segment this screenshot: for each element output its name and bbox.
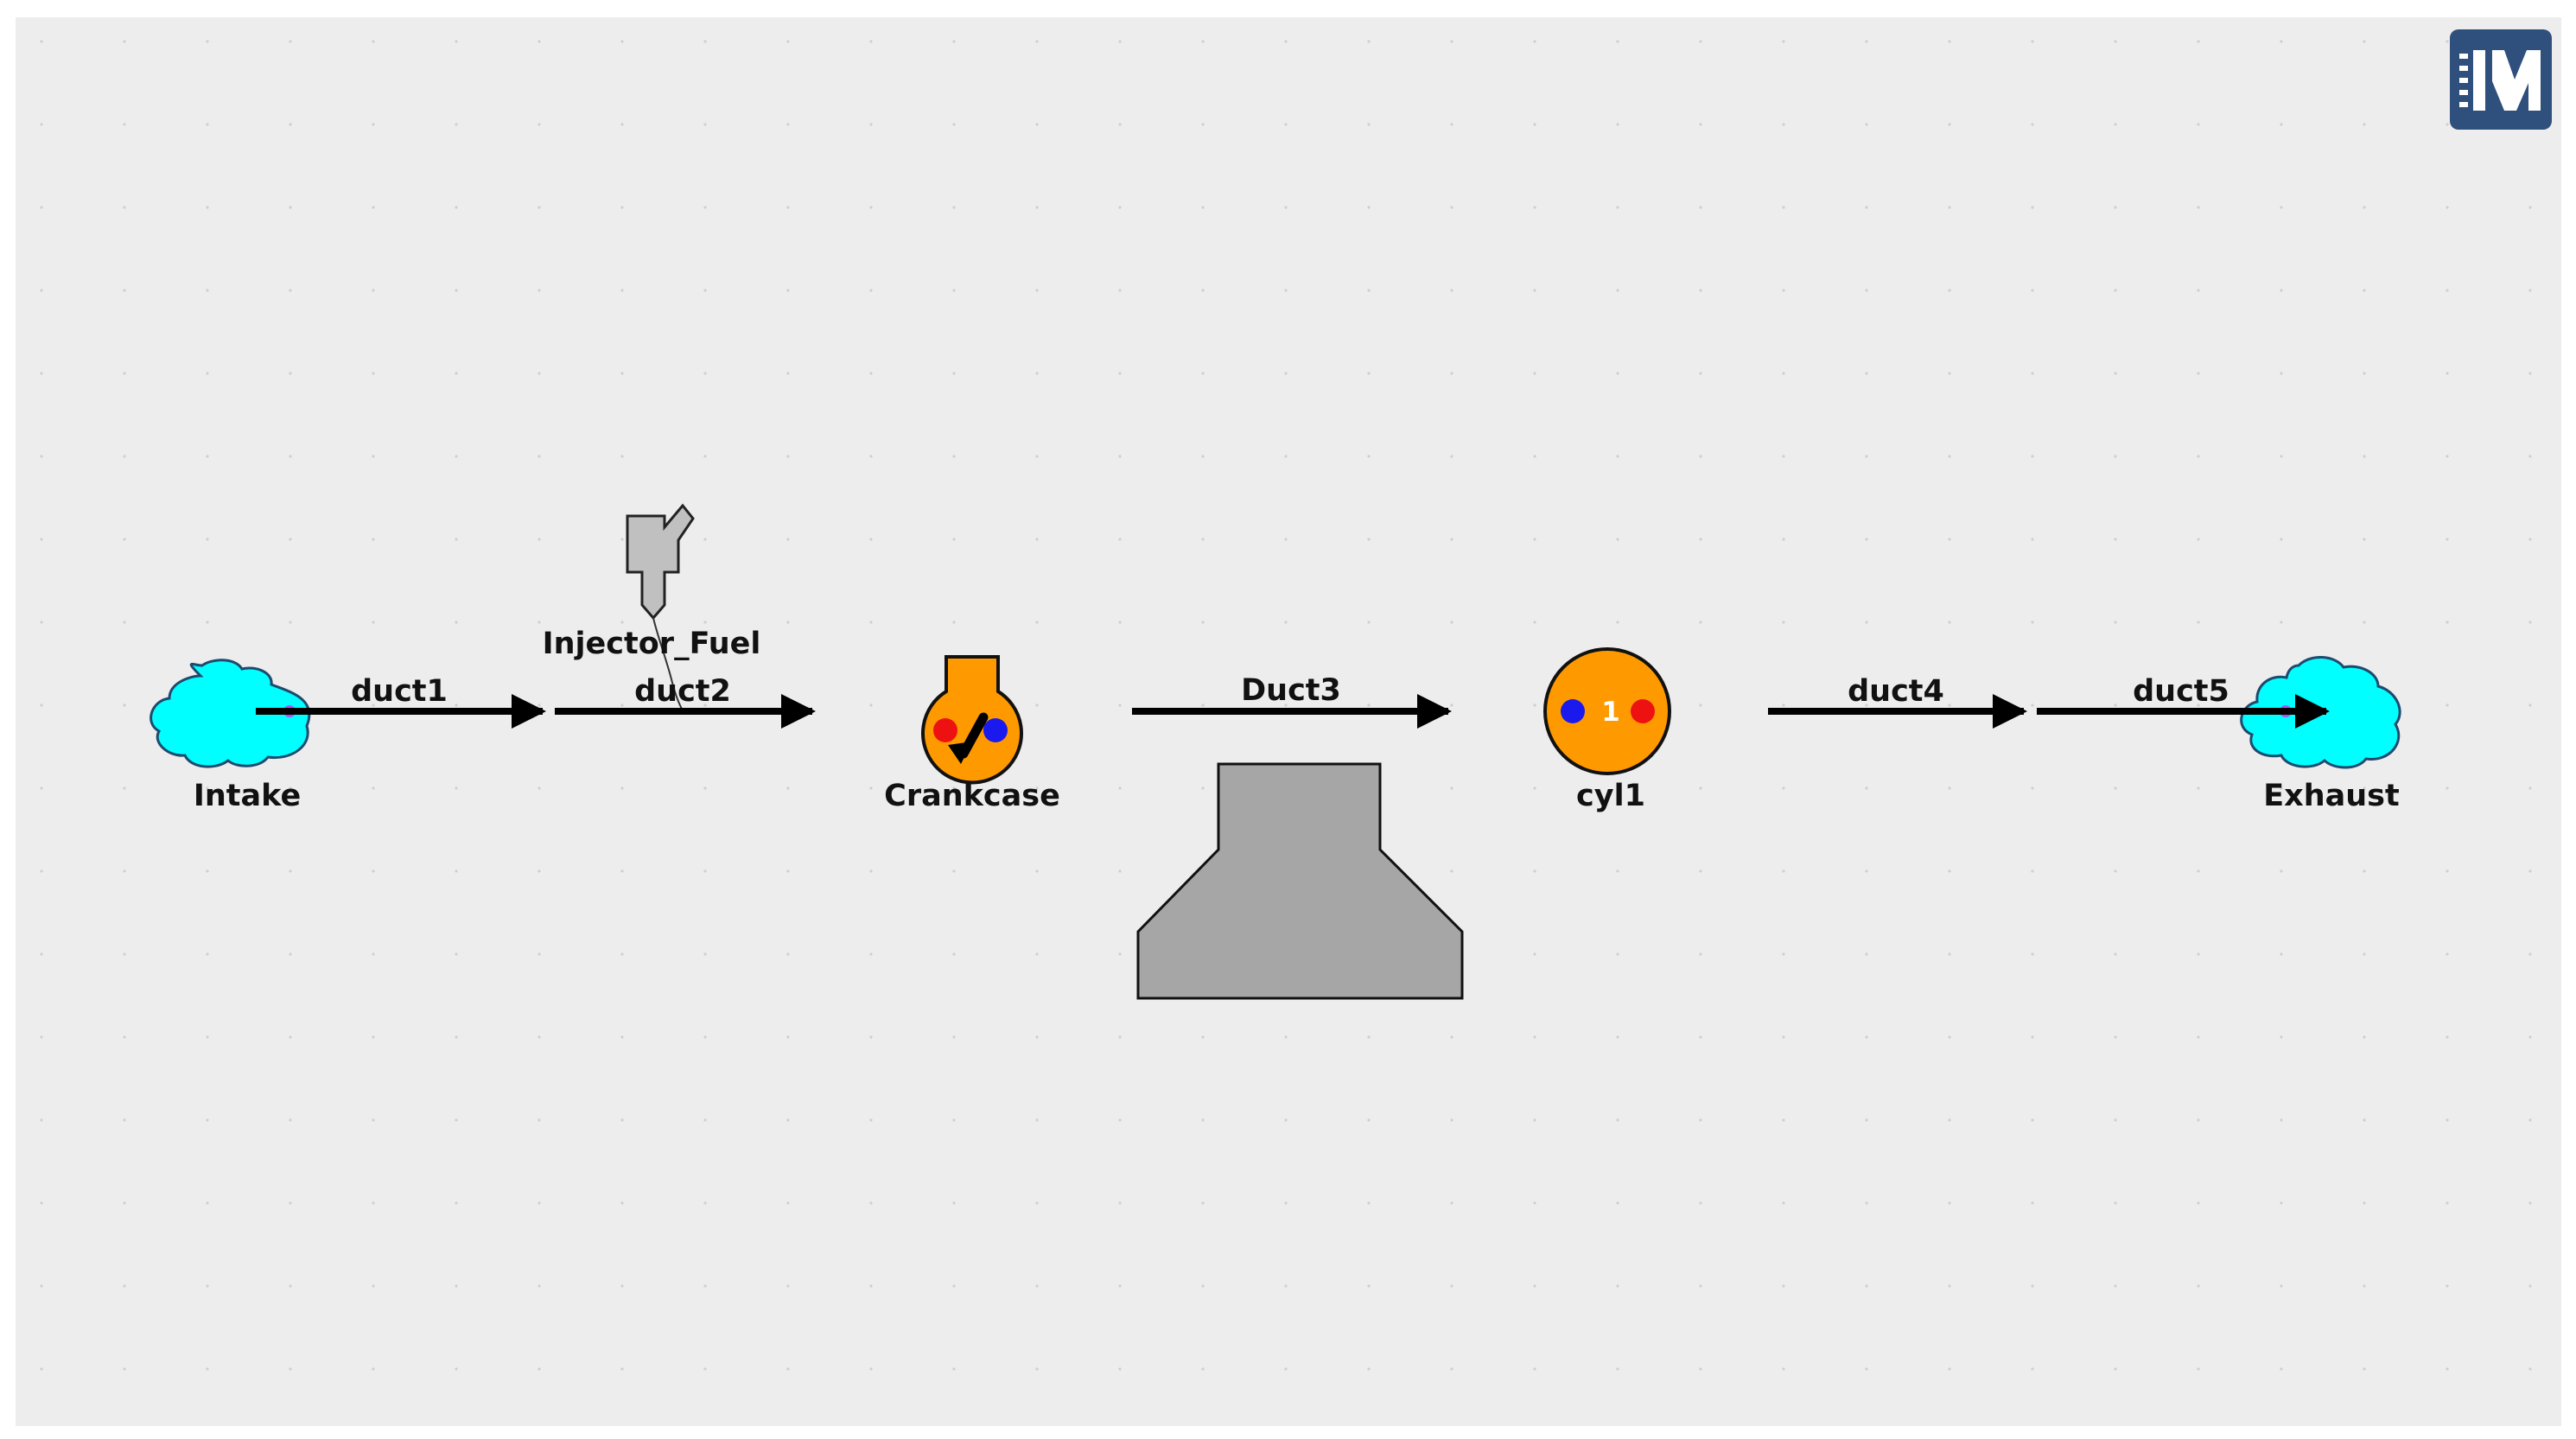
duct-5[interactable]: duct5 [2037, 674, 2330, 729]
intake-label: Intake [194, 779, 301, 813]
cylinder-body-icon [1543, 647, 1671, 775]
duct-2-label: duct2 [634, 674, 731, 709]
intake-cloud-icon [149, 659, 311, 768]
crankcase-body-icon [921, 655, 1023, 785]
injector-label: Injector_Fuel [543, 627, 761, 661]
crankcase-port-blue [983, 718, 1008, 742]
logo-stripe [2459, 66, 2468, 71]
engine-block-shape[interactable] [1136, 762, 1464, 1000]
logo-stripe [2459, 78, 2468, 83]
cylinder-label: cyl1 [1576, 779, 1645, 813]
duct-1[interactable]: duct1 [256, 674, 546, 729]
canvas-dot-grid [16, 17, 2561, 1426]
logo-w-shape [2492, 50, 2541, 111]
duct-3-label: Duct3 [1241, 673, 1341, 708]
logo-bar [2473, 50, 2485, 111]
injector-body-icon [626, 503, 695, 621]
logo-stripe [2459, 90, 2468, 95]
cylinder-number: 1 [1601, 697, 1620, 728]
crankcase[interactable]: Crankcase [884, 655, 1060, 813]
duct-1-label: duct1 [351, 674, 448, 709]
cylinder-port-blue [1561, 699, 1585, 723]
exhaust-label: Exhaust [2263, 779, 2400, 813]
duct-2[interactable]: duct2 [555, 674, 816, 729]
cylinder[interactable]: 1 cyl1 [1543, 647, 1671, 813]
app-logo [2450, 29, 2552, 130]
fuel-injector[interactable]: Injector_Fuel [543, 503, 761, 711]
duct-5-label: duct5 [2133, 674, 2229, 709]
duct-4[interactable]: duct4 [1768, 674, 2027, 729]
intake-boundary[interactable]: Intake [149, 659, 311, 813]
duct-4-label: duct4 [1848, 674, 1944, 709]
exhaust-boundary[interactable]: Exhaust [2240, 655, 2401, 813]
crank-counterweight-icon [948, 742, 972, 764]
crankcase-port-red [933, 718, 957, 742]
crankcase-label: Crankcase [884, 779, 1060, 813]
logo-stripe [2459, 54, 2468, 59]
logo-stripe [2459, 102, 2468, 107]
injector-connector-line [652, 617, 684, 711]
cylinder-port-red [1631, 699, 1655, 723]
duct-3[interactable]: Duct3 [1132, 673, 1452, 729]
